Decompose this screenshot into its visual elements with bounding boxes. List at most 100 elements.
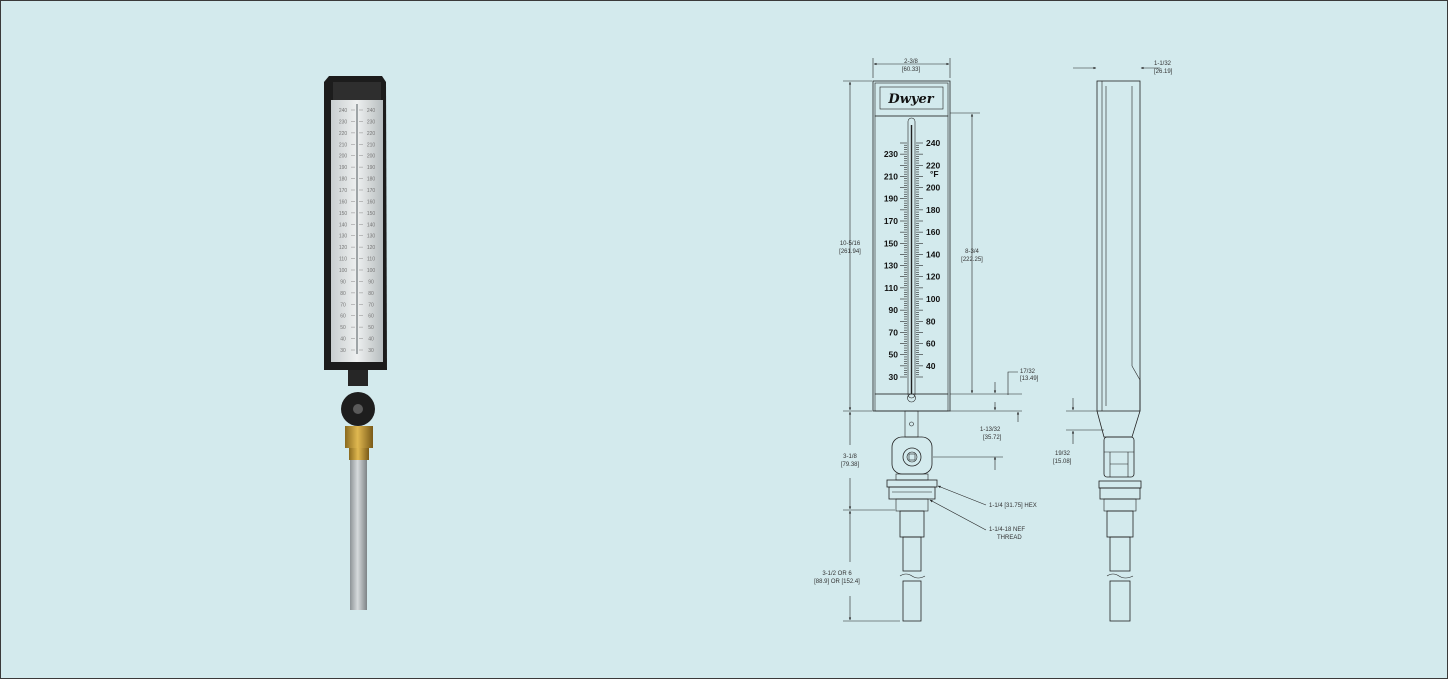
front-scale-left: 230 210 190 170 150 130 110 90 70 50 30 xyxy=(884,149,898,382)
dim-side-mm: [15.08] xyxy=(1053,459,1072,465)
photo-scale-label: 240 xyxy=(339,108,348,114)
photo-scale-label: 30 xyxy=(368,348,374,354)
photo-scale-label: 50 xyxy=(368,325,374,331)
photo-scale-label: 120 xyxy=(367,245,376,251)
photo-scale-label: 180 xyxy=(367,177,376,183)
photo-scale-label: 230 xyxy=(367,119,376,125)
photo-scale-label: 170 xyxy=(367,188,376,194)
photo-scale-label: 80 xyxy=(340,291,346,297)
photo-scale-label: 170 xyxy=(339,188,348,194)
scale-label-right: 120 xyxy=(926,272,940,282)
photo-scale-label: 40 xyxy=(340,337,346,343)
photo-scale-label: 110 xyxy=(367,257,375,263)
dim-stem-in: 3-1/2 OR 6 xyxy=(822,571,852,577)
photo-scale-label: 190 xyxy=(339,165,348,171)
scale-label-right: 40 xyxy=(926,361,936,371)
photo-scale-label: 190 xyxy=(367,165,376,171)
photo-scale-label: 210 xyxy=(339,142,348,148)
scale-label-left: 70 xyxy=(889,327,899,337)
photo-scale-label: 160 xyxy=(339,199,348,205)
photo-scale-label: 220 xyxy=(339,131,348,137)
photo-scale-label: 80 xyxy=(368,291,374,297)
dim-thread-2: THREAD xyxy=(997,535,1022,541)
photo-scale-label: 200 xyxy=(339,154,348,160)
dim-width-mm: [60.33] xyxy=(902,67,921,73)
photo-scale-label: 70 xyxy=(340,302,346,308)
photo-scale-label: 130 xyxy=(339,234,348,240)
dim-width-in: 2-3/8 xyxy=(904,59,918,65)
photo-scale-label: 200 xyxy=(367,154,376,160)
dimension-labels: 2-3/8 [60.33] 10-5/16 [261.94] 8-3/4 [22… xyxy=(814,59,1173,585)
photo-scale-label: 40 xyxy=(368,337,374,343)
thermometer-photo: 240 240 230 230 220 220 210 210 200 200 190 190 180 1… xyxy=(324,76,387,610)
scale-label-right: 100 xyxy=(926,294,940,304)
dim-stem-mm: [88.9] OR [152.4] xyxy=(814,579,860,585)
scale-label-right: 80 xyxy=(926,316,936,326)
photo-scale: 240 240 230 230 220 220 210 210 200 200 190 190 180 1… xyxy=(339,108,376,354)
photo-scale-label: 150 xyxy=(339,211,348,217)
scale-label-right: 220 xyxy=(926,160,940,170)
scale-label-left: 150 xyxy=(884,238,898,248)
dim-scale-in: 8-3/4 xyxy=(965,249,979,255)
scale-label-right: 200 xyxy=(926,183,940,193)
front-scale-ticks xyxy=(900,142,923,378)
scale-label-left: 110 xyxy=(884,283,898,293)
photo-scale-label: 150 xyxy=(367,211,376,217)
dim-hex: 1-1/4 [31.75] HEX xyxy=(989,503,1037,509)
dim-pivot-in: 3-1/8 xyxy=(843,454,857,460)
dim-neck-mm: [35.72] xyxy=(983,435,1002,441)
dim-bottom-in: 17/32 xyxy=(1020,369,1036,375)
scale-label-right: 240 xyxy=(926,138,940,148)
photo-scale-label: 110 xyxy=(339,257,347,263)
scale-label-right: 180 xyxy=(926,205,940,215)
photo-scale-label: 70 xyxy=(368,302,374,308)
photo-scale-label: 140 xyxy=(367,222,376,228)
photo-scale-label: 50 xyxy=(340,325,346,331)
dim-depth-in: 1-1/32 xyxy=(1154,61,1172,67)
photo-scale-label: 180 xyxy=(339,177,348,183)
dim-bottom-mm: [13.49] xyxy=(1020,376,1039,382)
dim-thread-1: 1-1/4-18 NEF xyxy=(989,527,1025,533)
front-scale-right: 240 220 200 180 160 140 120 100 80 60 40 xyxy=(926,138,940,371)
photo-scale-label: 90 xyxy=(340,279,346,285)
photo-scale-label: 100 xyxy=(339,268,348,274)
scale-label-left: 170 xyxy=(884,216,898,226)
photo-scale-label: 30 xyxy=(340,348,346,354)
dim-height-mm: [261.94] xyxy=(839,249,861,255)
photo-scale-label: 90 xyxy=(368,279,374,285)
scale-label-left: 190 xyxy=(884,194,898,204)
dim-depth-mm: [26.19] xyxy=(1154,69,1173,75)
photo-scale-label: 100 xyxy=(367,268,376,274)
unit-label: °F xyxy=(930,169,939,179)
photo-scale-label: 60 xyxy=(340,314,346,320)
dimension-lines xyxy=(843,58,1160,622)
photo-scale-label: 210 xyxy=(367,142,376,148)
photo-scale-label: 240 xyxy=(367,108,376,114)
photo-scale-label: 230 xyxy=(339,119,348,125)
scale-label-left: 90 xyxy=(889,305,899,315)
dim-pivot-mm: [79.38] xyxy=(841,462,860,468)
scale-label-left: 130 xyxy=(884,261,898,271)
scale-label-left: 210 xyxy=(884,171,898,181)
side-view xyxy=(1096,80,1142,622)
scale-label-right: 160 xyxy=(926,227,940,237)
photo-scale-label: 60 xyxy=(368,314,374,320)
dim-neck-in: 1-13/32 xyxy=(980,427,1001,433)
photo-scale-label: 160 xyxy=(367,199,376,205)
scale-label-right: 140 xyxy=(926,249,940,259)
dim-height-in: 10-5/16 xyxy=(840,241,861,247)
photo-scale-label: 140 xyxy=(339,222,348,228)
photo-scale-label: 130 xyxy=(367,234,376,240)
brand-logo: Dwyer xyxy=(887,92,934,107)
dim-side-in: 19/32 xyxy=(1055,451,1071,457)
scale-label-left: 230 xyxy=(884,149,898,159)
scale-label-left: 30 xyxy=(889,372,899,382)
scale-label-right: 60 xyxy=(926,339,936,349)
photo-scale-label: 120 xyxy=(339,245,348,251)
scale-label-left: 50 xyxy=(889,350,899,360)
dim-scale-mm: [222.25] xyxy=(961,257,983,263)
photo-scale-label: 220 xyxy=(367,131,376,137)
